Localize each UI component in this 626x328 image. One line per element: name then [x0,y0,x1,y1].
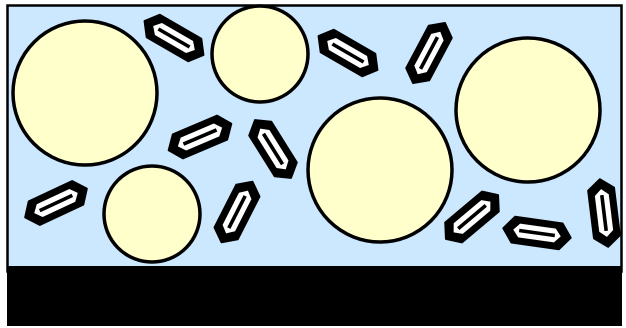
sphere-5 [104,166,200,262]
sphere-3 [456,38,600,182]
base-bar [7,266,622,326]
sphere-2 [212,6,308,102]
sphere-4 [308,98,452,242]
sphere-1 [13,21,157,165]
